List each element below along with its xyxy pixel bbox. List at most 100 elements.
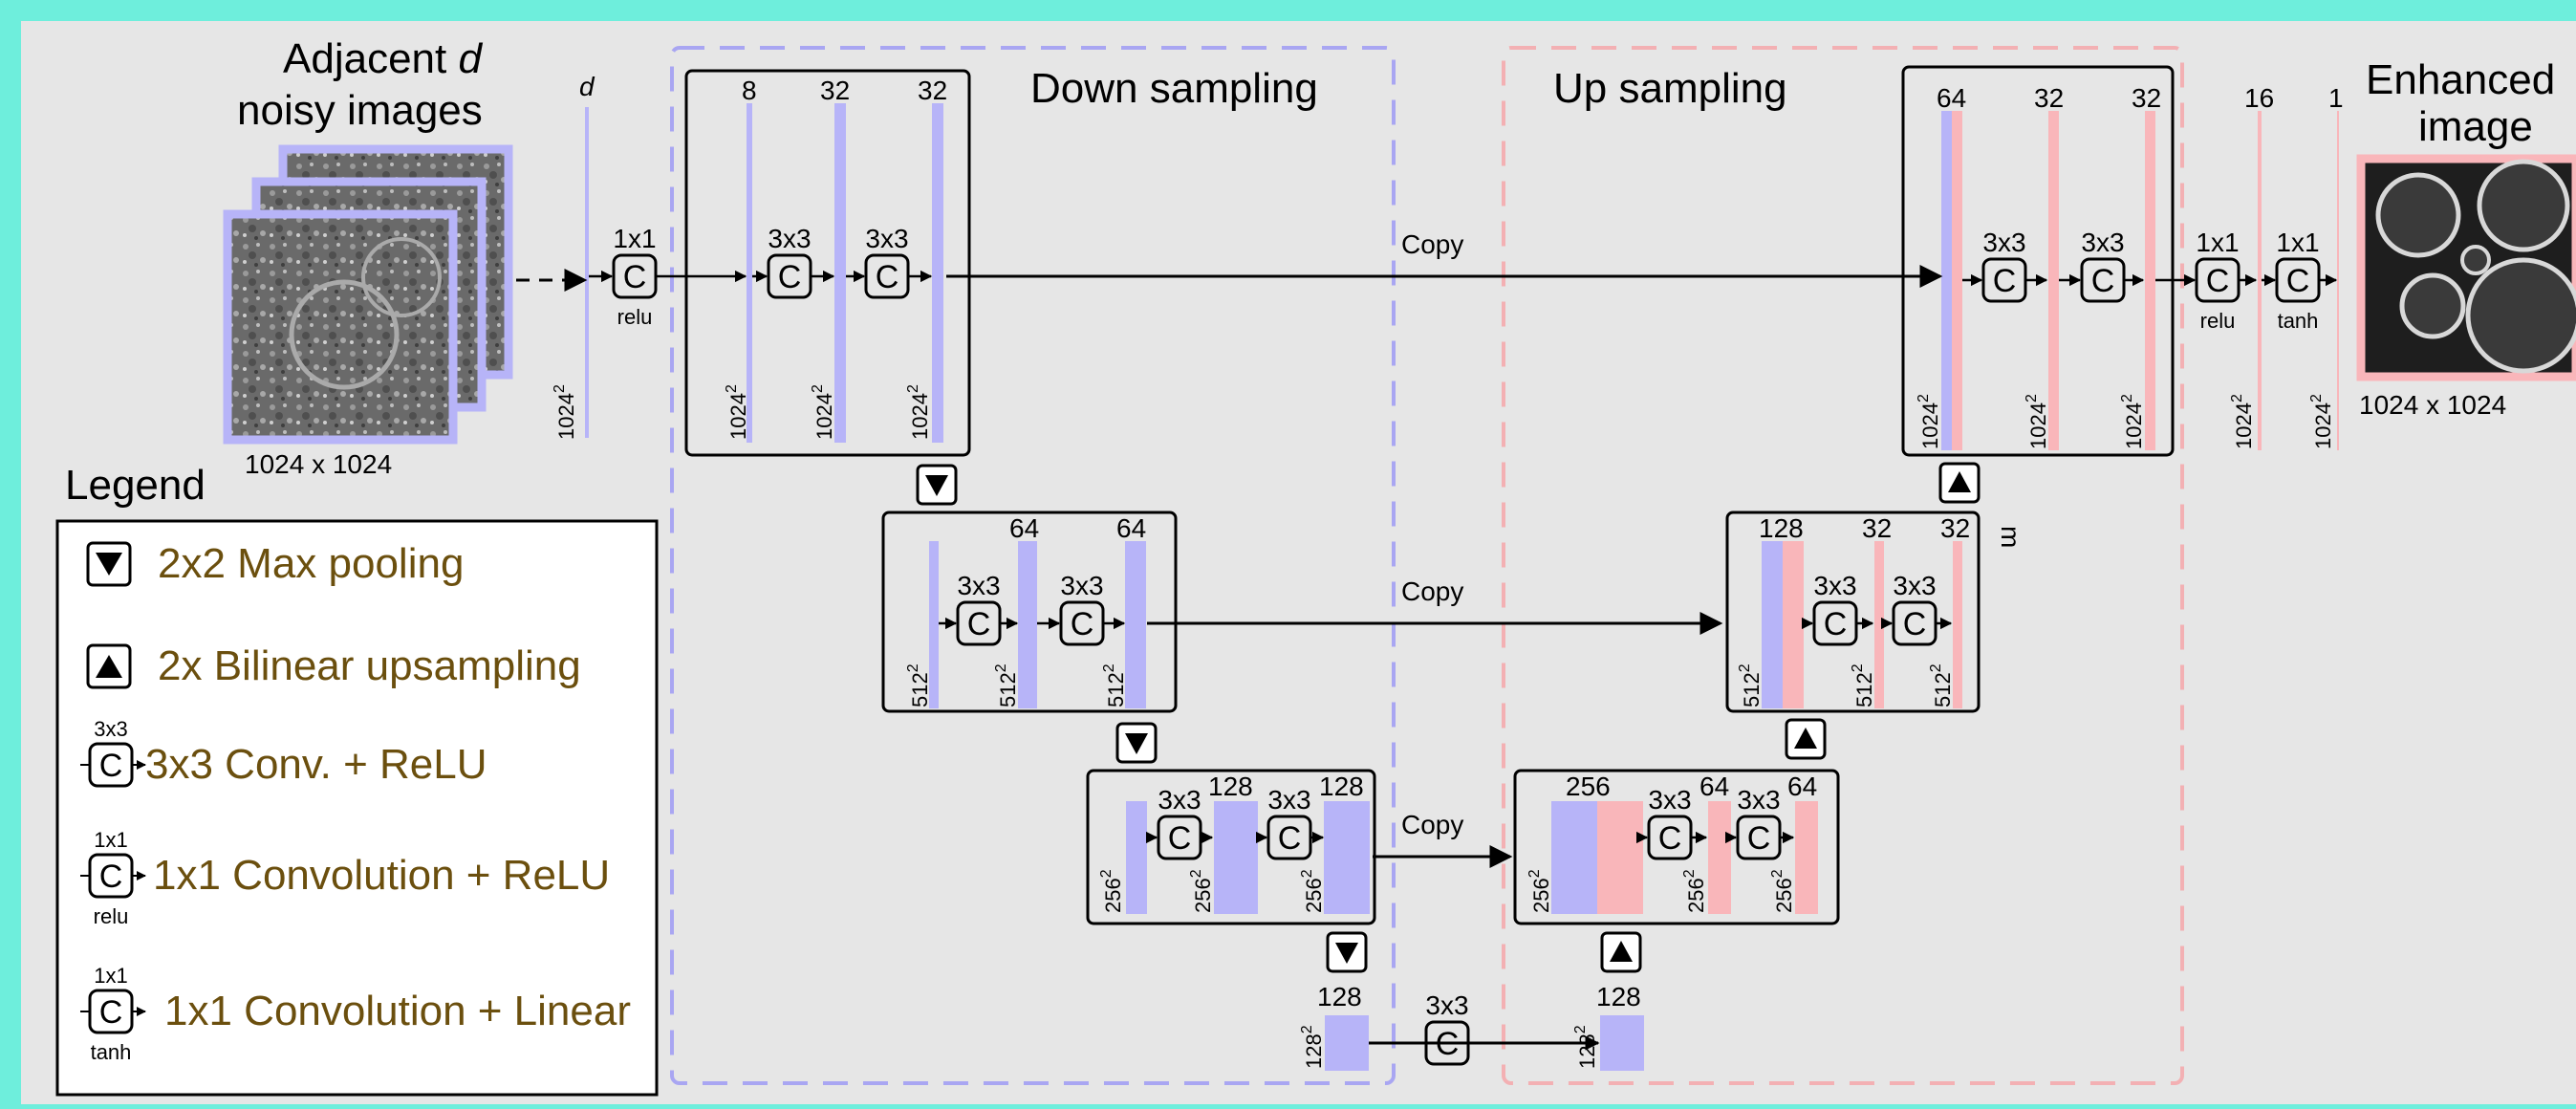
resolution-label: 10242 <box>552 384 578 440</box>
up-sampling-title: Up sampling <box>1553 65 1787 112</box>
up-block-2 <box>1725 511 1981 713</box>
kernel-label: 3x3 <box>1982 228 2025 257</box>
svg-text:64: 64 <box>1787 772 1817 801</box>
legend-label: 2x Bilinear upsampling <box>158 642 581 689</box>
max-pool-2 <box>1115 722 1158 764</box>
resolution-label: 2562 <box>1188 869 1215 913</box>
output-image <box>2356 154 2576 381</box>
kernel-label: 1x1 <box>2276 228 2319 257</box>
svg-text:Copy: Copy <box>1401 810 1463 839</box>
kernel-label: 3x3 <box>1893 571 1936 600</box>
max-pool-3 <box>1326 931 1368 973</box>
kernel-label: 3x3 <box>1267 785 1310 815</box>
svg-text:128: 128 <box>1208 772 1253 801</box>
resolution-label: 1282 <box>1572 1025 1599 1069</box>
resolution-label: 5122 <box>993 663 1020 707</box>
upsample-2 <box>1785 718 1827 760</box>
legend-kernel-label: 1x1 <box>94 964 127 988</box>
conv-glyph: C <box>623 259 647 295</box>
svg-text:32: 32 <box>1862 513 1892 543</box>
input-channel-bar <box>585 107 589 438</box>
resolution-label: 10242 <box>2119 394 2146 449</box>
conv-glyph: C <box>1993 263 2017 299</box>
conv-glyph: C <box>1436 1026 1460 1062</box>
kernel-label: 3x3 <box>865 224 908 253</box>
resolution-label: 5122 <box>1101 663 1128 707</box>
svg-text:64: 64 <box>1009 513 1039 543</box>
svg-text:32: 32 <box>2034 83 2064 113</box>
upsample-3 <box>1600 931 1642 973</box>
resolution-label: 10242 <box>2024 394 2050 449</box>
svg-text:64: 64 <box>1699 772 1729 801</box>
down-block-2 <box>881 511 1178 713</box>
legend-item: C 1x1 tanh 1x1 Convolution + Linear <box>80 964 631 1064</box>
legend-kernel-label: 1x1 <box>94 828 127 852</box>
kernel-label: 1x1 <box>2196 228 2239 257</box>
svg-text:C: C <box>99 859 123 895</box>
up2-conv-b: C 3x3 <box>1892 571 1937 646</box>
svg-text:32: 32 <box>918 76 947 105</box>
kernel-label: 3x3 <box>1158 785 1201 815</box>
kernel-label: 1x1 <box>613 224 656 253</box>
m-label: m <box>1996 526 2025 548</box>
kernel-label: 3x3 <box>1648 785 1691 815</box>
kernel-label: 3x3 <box>1737 785 1780 815</box>
output-title-line2: image <box>2418 103 2533 150</box>
resolution-label: 5122 <box>1737 663 1764 707</box>
down1-conv-b: C 3x3 <box>864 224 910 299</box>
output-conv-tanh: C 1x1 tanh <box>2275 228 2321 333</box>
down-sampling-region <box>670 46 1396 1085</box>
svg-text:Copy: Copy <box>1401 576 1463 606</box>
down3-conv-a: C 3x3 <box>1157 785 1202 860</box>
kernel-label: 3x3 <box>1425 990 1468 1020</box>
input-title-line1: Adjacent d <box>283 35 483 82</box>
legend-activation-label: tanh <box>91 1040 132 1064</box>
svg-text:32: 32 <box>1940 513 1970 543</box>
resolution-label: 2562 <box>1769 869 1796 913</box>
svg-text:C: C <box>99 994 123 1031</box>
svg-text:128: 128 <box>1596 982 1641 1011</box>
legend-label: 1x1 Convolution + Linear <box>164 988 631 1034</box>
conv-glyph: C <box>2206 263 2230 299</box>
resolution-label: 5122 <box>1928 663 1955 707</box>
kernel-label: 3x3 <box>957 571 1000 600</box>
svg-text:Copy: Copy <box>1401 229 1463 259</box>
resolution-label: 10242 <box>724 384 750 440</box>
legend-label: 1x1 Convolution + ReLU <box>153 852 610 899</box>
up-sampling-region <box>1502 46 2184 1085</box>
svg-text:8: 8 <box>742 76 757 105</box>
legend-kernel-label: 3x3 <box>94 717 127 741</box>
conv-glyph: C <box>1278 820 1302 857</box>
down-block-1 <box>684 69 971 457</box>
svg-text:32: 32 <box>820 76 850 105</box>
svg-text:C: C <box>99 748 123 784</box>
output-title-line1: Enhanced <box>2366 56 2555 103</box>
conv-glyph: C <box>876 259 899 295</box>
input-image <box>223 209 458 445</box>
conv-glyph: C <box>1903 606 1927 642</box>
conv-glyph: C <box>1168 820 1192 857</box>
kernel-label: 3x3 <box>1813 571 1856 600</box>
svg-text:64: 64 <box>1937 83 1966 113</box>
legend-item: 2x2 Max pooling <box>86 540 464 587</box>
resolution-label: 5122 <box>1850 663 1876 707</box>
input-size-label: 1024 x 1024 <box>245 449 392 479</box>
svg-text:1: 1 <box>2328 83 2344 113</box>
bottleneck-conv: C 3x3 <box>1424 990 1470 1066</box>
max-pool-icon <box>86 541 132 587</box>
conv-glyph: C <box>1071 606 1094 642</box>
activation-label: tanh <box>2278 309 2319 333</box>
conv-icon: C 3x3 <box>80 717 146 788</box>
resolution-label: 10242 <box>810 384 836 440</box>
conv-glyph: C <box>2286 263 2310 299</box>
